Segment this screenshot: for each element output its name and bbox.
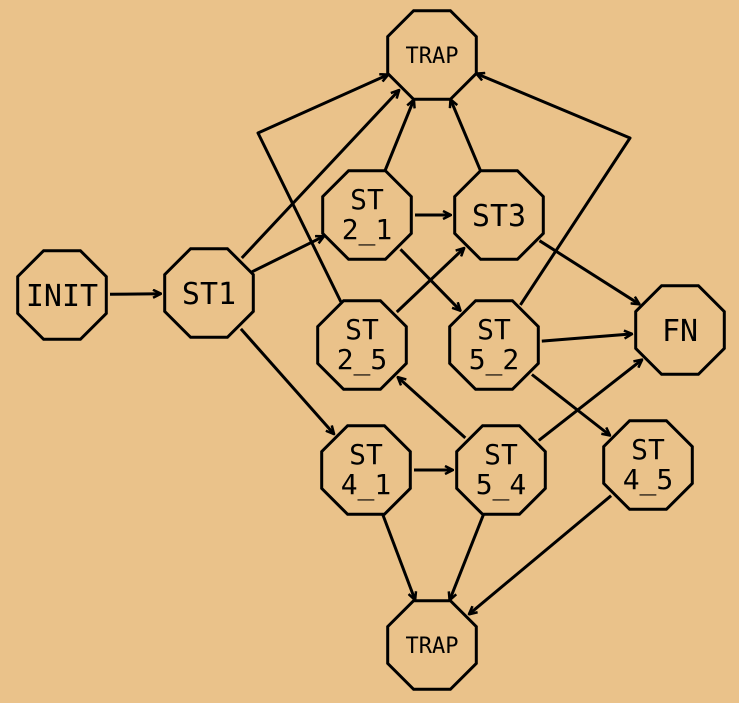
node-label: TRAP <box>406 44 459 69</box>
edges <box>109 74 642 615</box>
node-label: ST <box>349 438 383 471</box>
node-shape <box>634 284 726 376</box>
node-label: ST1 <box>182 277 236 312</box>
edge-st4_5-to-trap_bot <box>469 494 613 615</box>
node-label: ST <box>345 313 379 346</box>
node-st4_5: ST4_5 <box>602 419 694 511</box>
edge-st2_5-to-trap_top <box>256 75 388 303</box>
node-shape <box>453 169 545 261</box>
node-shape <box>321 169 413 261</box>
node-shape <box>455 424 547 516</box>
edge-st5_4-to-trap_bot <box>450 514 485 601</box>
edge-st5_2-to-st4_5 <box>530 373 610 436</box>
node-st5_2: ST5_2 <box>448 299 540 391</box>
node-trap_top: TRAP <box>386 9 478 101</box>
node-label: 5_4 <box>476 468 527 502</box>
node-st5_4: ST5_4 <box>455 424 547 516</box>
node-st2_5: ST2_5 <box>316 299 408 391</box>
node-shape <box>163 247 255 339</box>
node-shape <box>320 424 412 516</box>
node-label: TRAP <box>406 634 459 659</box>
node-label: 4_5 <box>623 463 674 497</box>
node-label: ST3 <box>472 199 526 234</box>
node-label: ST <box>631 433 665 466</box>
node-shape <box>316 299 408 391</box>
node-trap_bot: TRAP <box>386 599 478 691</box>
node-label: 5_2 <box>469 343 520 377</box>
node-label: ST <box>484 438 518 471</box>
node-label: FN <box>662 314 698 349</box>
edge-st1-to-trap_top <box>240 90 399 260</box>
node-shape <box>386 9 478 101</box>
node-shape <box>602 419 694 511</box>
edge-st5_2-to-trap_top <box>476 74 632 306</box>
node-init: INIT <box>16 249 108 341</box>
edge-st5_4-to-fn <box>537 360 642 442</box>
edge-st3-to-trap_top <box>451 99 482 172</box>
node-st1: ST1 <box>163 247 255 339</box>
edge-st2_5-to-st3 <box>395 248 464 314</box>
node-label: 4_1 <box>341 468 392 502</box>
node-label: ST <box>477 313 511 346</box>
node-label: ST <box>350 183 384 216</box>
edge-st5_4-to-st2_5 <box>398 377 467 440</box>
edge-st5_2-to-fn <box>541 334 632 343</box>
node-label: 2_5 <box>337 343 388 377</box>
edge-st4_1-to-trap_bot <box>381 514 415 600</box>
edge-st2_1-to-trap_top <box>383 100 414 172</box>
edge-st1-to-st2_1 <box>251 234 324 274</box>
node-label: 2_1 <box>342 213 393 247</box>
node-st3: ST3 <box>453 169 545 261</box>
node-label: INIT <box>26 279 98 314</box>
node-st2_1: ST2_1 <box>321 169 413 261</box>
edge-init-to-st1 <box>109 294 161 295</box>
node-shape <box>448 299 540 391</box>
node-shape <box>386 599 478 691</box>
node-st4_1: ST4_1 <box>320 424 412 516</box>
node-shape <box>16 249 108 341</box>
edge-st1-to-st4_1 <box>239 327 334 434</box>
node-fn: FN <box>634 284 726 376</box>
